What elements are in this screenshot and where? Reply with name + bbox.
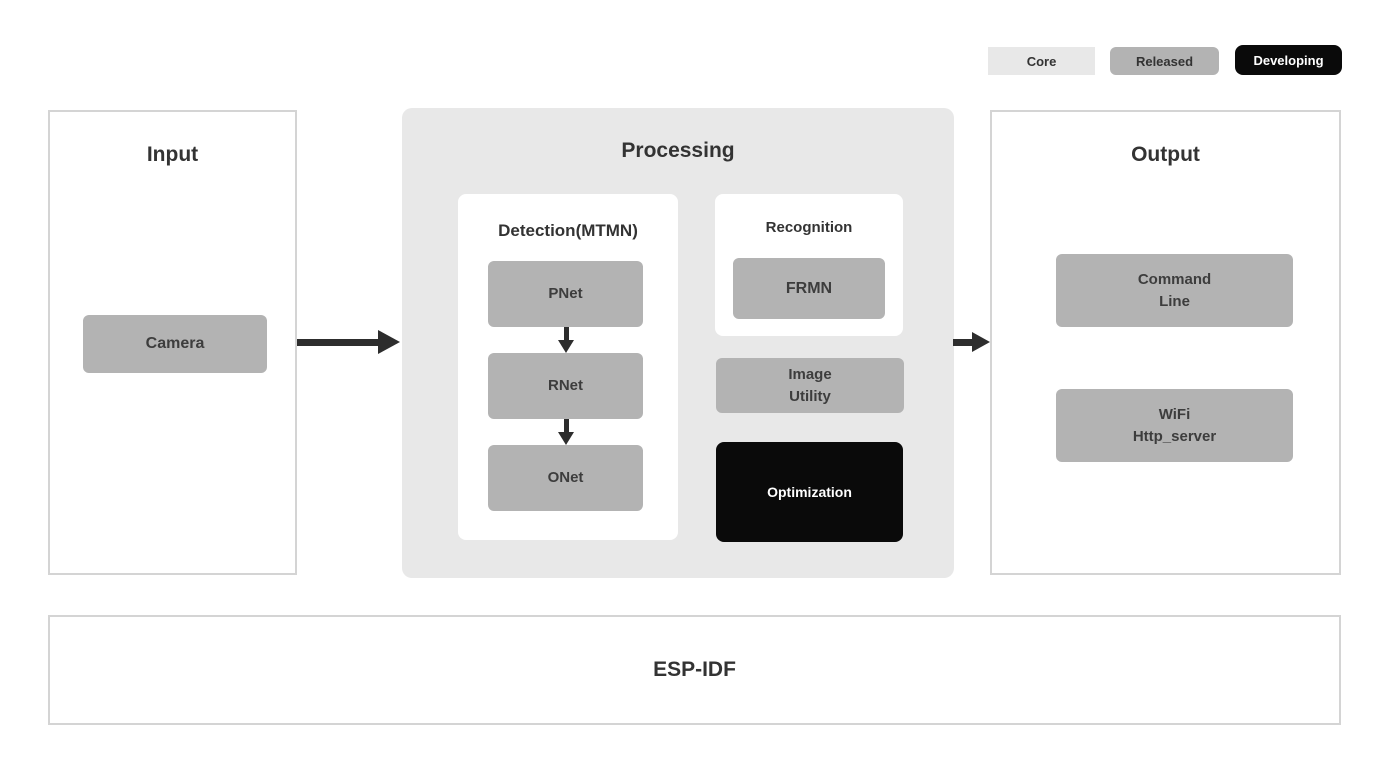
wifi-http-server-node: WiFi Http_server bbox=[1056, 389, 1293, 462]
wifi-label-line2: Http_server bbox=[1132, 427, 1217, 445]
input-panel: Input Camera bbox=[48, 110, 297, 575]
command-line-label-line2: Line bbox=[1159, 292, 1190, 310]
onet-node: ONet bbox=[488, 445, 643, 511]
arrow-right-icon bbox=[297, 330, 400, 354]
esp-idf-panel: ESP-IDF bbox=[48, 615, 1341, 725]
arrow-shaft bbox=[563, 419, 569, 432]
arrow-down-icon bbox=[558, 327, 574, 353]
legend-item-released: Released bbox=[1110, 47, 1219, 75]
esp-idf-title: ESP-IDF bbox=[653, 658, 736, 681]
processing-panel: Processing Detection(MTMN) PNet RNet ONe… bbox=[402, 108, 954, 578]
input-panel-title: Input bbox=[146, 143, 199, 166]
arrow-head bbox=[972, 332, 990, 352]
arrow-shaft bbox=[297, 338, 378, 346]
legend-item-core: Core bbox=[988, 47, 1095, 75]
image-utility-label-line2: Utility bbox=[789, 387, 831, 405]
output-panel: Output Command Line WiFi Http_server bbox=[990, 110, 1341, 575]
arrow-head bbox=[558, 432, 574, 445]
arrow-down-icon bbox=[558, 419, 574, 445]
onet-node-label: ONet bbox=[547, 469, 584, 487]
legend-core-label: Core bbox=[1026, 53, 1057, 69]
camera-node: Camera bbox=[83, 315, 267, 373]
optimization-node-label: Optimization bbox=[767, 483, 852, 500]
frmn-node: FRMN bbox=[733, 258, 885, 319]
pnet-node: PNet bbox=[488, 261, 643, 327]
rnet-node: RNet bbox=[488, 353, 643, 419]
legend-released-label: Released bbox=[1135, 53, 1194, 69]
wifi-label-line1: WiFi bbox=[1158, 405, 1191, 423]
legend-item-developing: Developing bbox=[1235, 45, 1342, 75]
legend-developing-label: Developing bbox=[1253, 52, 1324, 68]
rnet-node-label: RNet bbox=[547, 377, 583, 395]
arrow-right-icon bbox=[953, 332, 990, 352]
optimization-node: Optimization bbox=[716, 442, 903, 542]
arrow-shaft bbox=[563, 327, 569, 340]
processing-panel-title: Processing bbox=[621, 139, 735, 162]
command-line-label-line1: Command bbox=[1137, 270, 1212, 288]
camera-node-label: Camera bbox=[145, 335, 205, 353]
image-utility-node: Image Utility bbox=[716, 358, 904, 413]
command-line-node: Command Line bbox=[1056, 254, 1293, 327]
image-utility-label-line1: Image bbox=[788, 365, 832, 383]
detection-group-title: Detection(MTMN) bbox=[498, 221, 638, 240]
arrow-head bbox=[558, 340, 574, 353]
recognition-group: Recognition FRMN bbox=[715, 194, 903, 336]
output-panel-title: Output bbox=[1131, 143, 1200, 166]
pnet-node-label: PNet bbox=[548, 285, 583, 303]
arrow-shaft bbox=[953, 338, 972, 346]
recognition-group-title: Recognition bbox=[765, 219, 853, 236]
frmn-node-label: FRMN bbox=[785, 279, 833, 297]
detection-group: Detection(MTMN) PNet RNet ONet bbox=[458, 194, 678, 540]
arrow-head bbox=[378, 330, 400, 354]
